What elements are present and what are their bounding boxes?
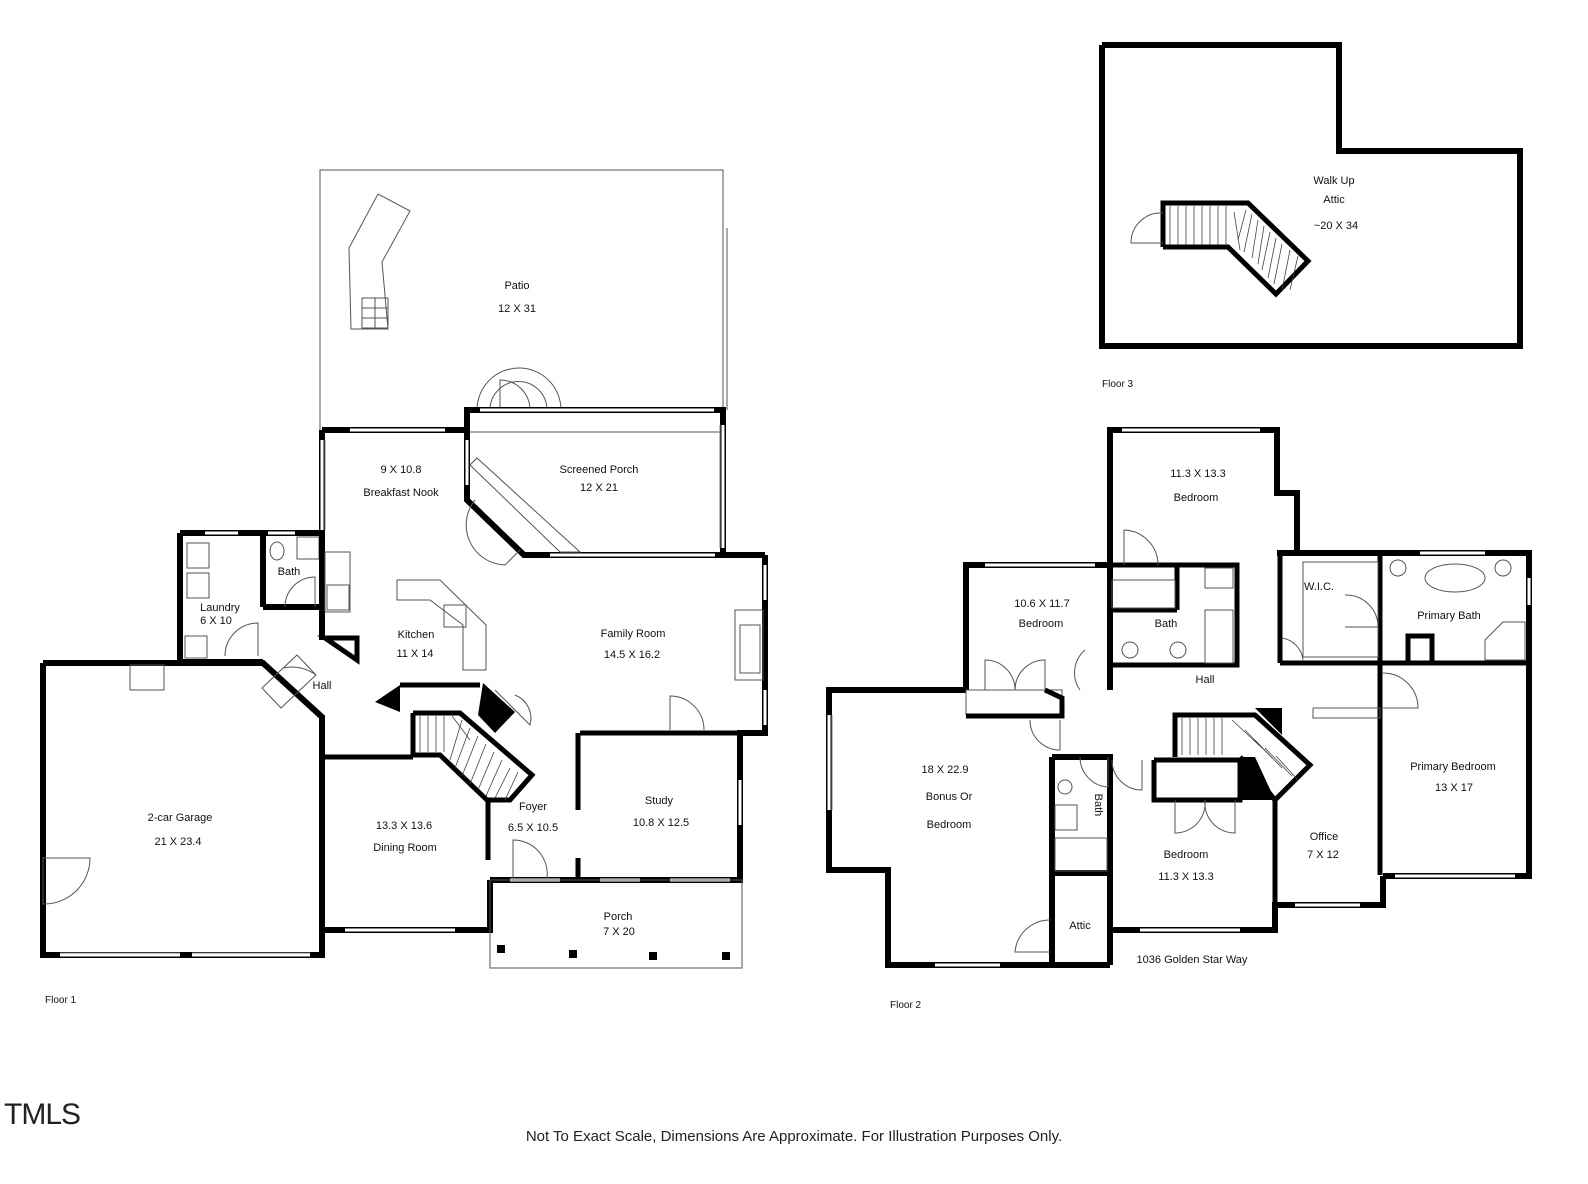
floor-1-label: Floor 1 <box>45 995 77 1006</box>
bedroom-left-label: Bedroom <box>1019 618 1064 630</box>
kitchen-dimension: 11 X 14 <box>396 648 433 660</box>
nook-dimension: 9 X 10.8 <box>381 464 422 476</box>
floor3-stairs <box>1130 200 1312 298</box>
floor-2: 11.3 X 13.3 Bedroom 10.6 X 11.7 Bedroom … <box>826 427 1532 1011</box>
bath2-label: Bath <box>1155 618 1178 630</box>
attic2-label: Attic <box>1069 920 1091 932</box>
bedroom-left-dimension: 10.6 X 11.7 <box>1014 598 1069 610</box>
attic-walk-dimension: ~20 X 34 <box>1314 220 1358 232</box>
bedroom-top-label: Bedroom <box>1174 492 1219 504</box>
kitchen-label: Kitchen <box>398 629 435 641</box>
study-dimension: 10.8 X 12.5 <box>633 817 689 829</box>
foyer-label: Foyer <box>519 801 547 813</box>
bonus-label-2: Bedroom <box>927 819 972 831</box>
laundry-dimension: 6 X 10 <box>200 615 232 627</box>
garage-label: 2-car Garage <box>148 812 213 824</box>
bath3-label: Bath <box>1092 794 1104 817</box>
bath1-label: Bath <box>278 566 301 578</box>
porch-outline <box>489 879 743 969</box>
screened-porch-dimension: 12 X 21 <box>580 482 618 494</box>
office-label: Office <box>1310 831 1339 843</box>
garage-dimension: 21 X 23.4 <box>154 836 201 848</box>
floor-3-label: Floor 3 <box>1102 379 1134 390</box>
porch-dimension: 7 X 20 <box>603 926 635 938</box>
dining-label: Dining Room <box>373 842 437 854</box>
bedroom-mid-label: Bedroom <box>1164 849 1209 861</box>
bonus-dimension: 18 X 22.9 <box>921 764 968 776</box>
disclaimer-text: Not To Exact Scale, Dimensions Are Appro… <box>525 1128 1063 1145</box>
wic-label: W.I.C. <box>1304 581 1334 593</box>
floor3-attic-outline <box>1099 42 1523 349</box>
kitchen-island <box>396 579 487 671</box>
screened-porch-stairs <box>465 457 582 566</box>
primary-bedroom-label: Primary Bedroom <box>1410 761 1496 773</box>
patio-dimension: 12 X 31 <box>498 303 536 315</box>
office-dimension: 7 X 12 <box>1307 849 1339 861</box>
floor2-stairs <box>1172 708 1314 804</box>
floor-1: Patio 12 X 31 Screened Porch 12 X 21 9 X… <box>40 169 768 1006</box>
family-room-dimension: 14.5 X 16.2 <box>604 649 660 661</box>
nook-label: Breakfast Nook <box>363 487 439 499</box>
dining-dimension: 13.3 X 13.6 <box>376 820 432 832</box>
laundry-label: Laundry <box>200 602 240 614</box>
hall1-label: Hall <box>313 680 332 692</box>
bedroom-top-dimension: 11.3 X 13.3 <box>1170 468 1225 480</box>
bedroom-mid-dimension: 11.3 X 13.3 <box>1158 871 1213 883</box>
patio-grill <box>348 193 411 330</box>
address-label: 1036 Golden Star Way <box>1137 954 1248 966</box>
study-label: Study <box>645 795 674 807</box>
primary-bedroom-dimension: 13 X 17 <box>1435 782 1473 794</box>
patio-label: Patio <box>504 280 529 292</box>
foyer-dimension: 6.5 X 10.5 <box>508 822 558 834</box>
primary-bath-label: Primary Bath <box>1417 610 1481 622</box>
patio-outline <box>319 169 724 433</box>
floor-2-label: Floor 2 <box>890 1000 922 1011</box>
porch-label: Porch <box>604 911 633 923</box>
screened-porch-label: Screened Porch <box>560 464 639 476</box>
attic-walk-label-2: Attic <box>1323 194 1345 206</box>
mls-logo: TMLS <box>4 1098 81 1131</box>
main-stairs <box>322 682 536 803</box>
hall2-label: Hall <box>1196 674 1215 686</box>
floor-3: Walk Up Attic ~20 X 34 Floor 3 <box>1099 42 1523 390</box>
family-room-label: Family Room <box>601 628 666 640</box>
bonus-label-1: Bonus Or <box>926 791 973 803</box>
attic-walk-label-1: Walk Up <box>1313 175 1354 187</box>
